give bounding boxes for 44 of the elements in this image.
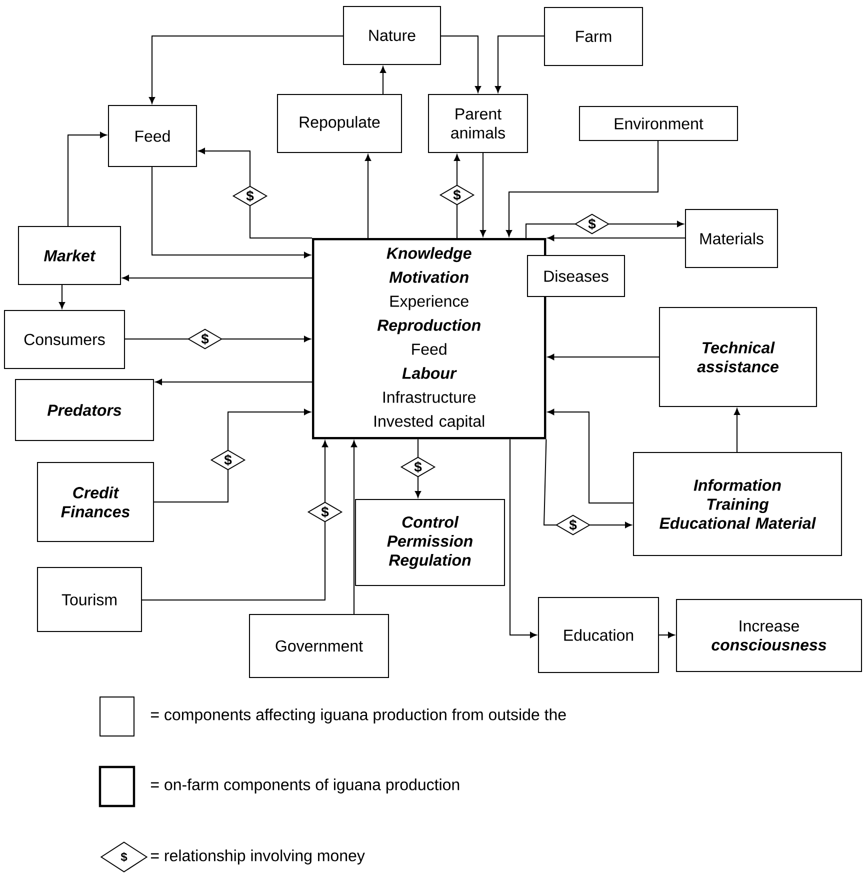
arrow — [380, 66, 386, 94]
component-box: Market — [18, 226, 121, 285]
component-box: Technical assistance — [659, 307, 817, 407]
arrow — [548, 408, 634, 504]
component-box: Control Permission Regulation — [355, 499, 505, 586]
arrow — [734, 408, 740, 452]
arrow — [658, 632, 675, 638]
component-box: Education — [538, 597, 659, 673]
arrow — [440, 36, 482, 93]
arrow — [198, 148, 312, 238]
component-box: Nature — [343, 6, 441, 65]
component-box: Credit Finances — [37, 462, 154, 542]
legend-text: = components affecting iguana production from outside the — [150, 708, 566, 724]
arrow — [364, 154, 372, 238]
arrow — [548, 354, 660, 360]
arrow — [122, 274, 312, 282]
arrow — [510, 438, 537, 638]
component-box: Feed — [108, 105, 197, 167]
legend-text: = relationship involving money — [150, 850, 365, 864]
component-box: Increase consciousness — [676, 599, 862, 672]
component-box: Diseases — [527, 255, 625, 297]
arrow — [152, 166, 311, 258]
legend-text: = on-farm components of iguana production — [150, 778, 460, 794]
component-box: Predators — [15, 379, 154, 441]
component-box: Parent animals — [428, 94, 528, 153]
arrow — [58, 284, 66, 309]
component-box: Environment — [579, 106, 738, 141]
arrow — [142, 440, 328, 600]
arrow — [154, 408, 311, 502]
arrow — [68, 132, 107, 226]
component-box: Government — [249, 614, 389, 678]
component-box: Consumers — [4, 310, 125, 369]
component-box: Farm — [544, 7, 643, 66]
component-box: Information Training Educational Material — [633, 452, 842, 556]
component-box: Repopulate — [277, 94, 402, 153]
arrow — [148, 36, 344, 104]
arrow — [350, 440, 358, 614]
arrow — [480, 152, 486, 237]
component-box: Materials — [685, 209, 778, 268]
arrow — [494, 36, 544, 93]
arrow — [155, 378, 312, 386]
arrow — [548, 234, 686, 242]
component-box: Tourism — [37, 567, 142, 632]
arrow — [506, 140, 658, 237]
